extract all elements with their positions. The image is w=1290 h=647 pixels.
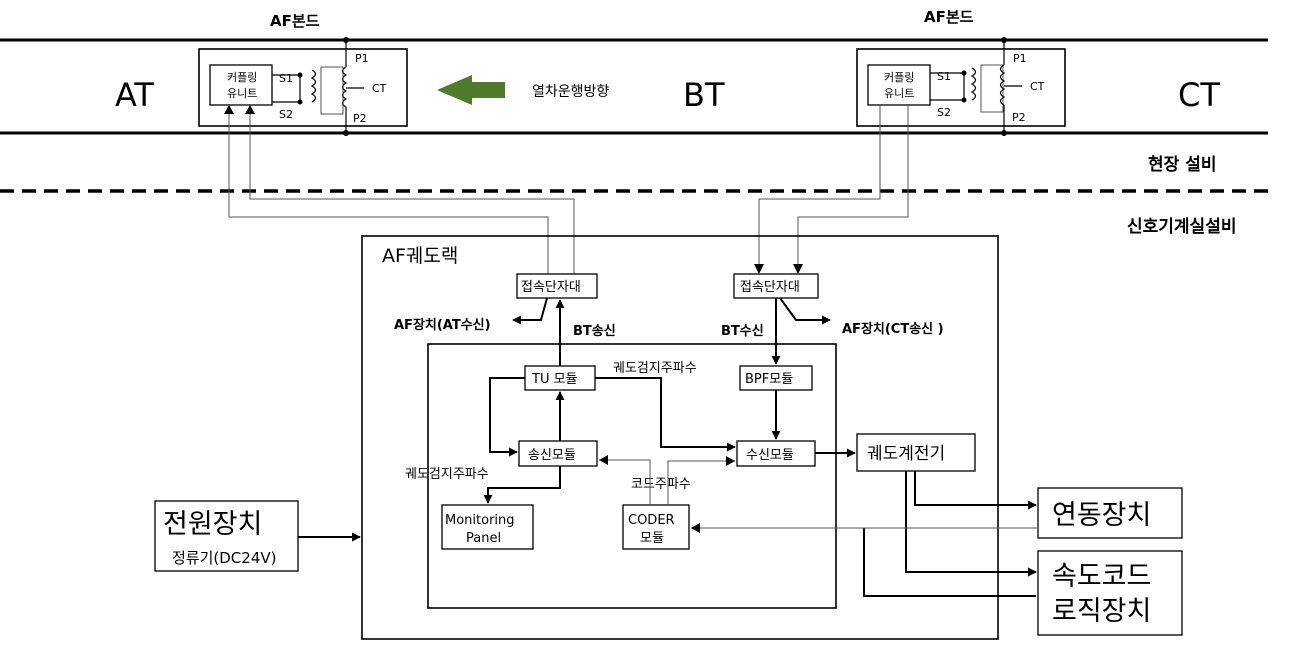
code-freq-label: 코드주파수 (631, 477, 691, 492)
section-bt-label: BT (683, 76, 725, 114)
coupling-unit-right-line1: 커플링 (884, 71, 914, 84)
arrow-ct-down-1-icon (754, 264, 764, 274)
arrow-at-up-2-icon (245, 105, 255, 114)
ct-right-label: CT (1030, 80, 1045, 93)
terminal-block-right-label: 접속단자대 (740, 280, 800, 295)
line-speedcode-to-coder (863, 528, 1036, 597)
ct-left-label: CT (372, 82, 387, 95)
arrow-code-to-tx (599, 459, 651, 505)
coder-module: CODER 모듈 (622, 504, 690, 550)
coupling-unit-right-line2: 유니트 (884, 87, 914, 100)
p1-left-label: P1 (355, 52, 369, 65)
line-af-ct (779, 297, 831, 325)
track-relay-label: 궤도계전기 (867, 444, 945, 464)
arrow-code-to-tx-head-icon (599, 455, 608, 465)
af-device-at-label: AF장치(AT수신) (394, 317, 491, 333)
power-unit-label: 전원장치 (163, 509, 262, 540)
inner-module-frame (427, 343, 837, 609)
arrow-at-up-1-icon (224, 105, 234, 114)
section-ct-label: CT (1178, 76, 1220, 114)
af-device-ct-label: AF장치(CT송신 ) (842, 321, 944, 337)
terminal-block-left-label: 접속단자대 (521, 280, 581, 295)
p2-left-label: P2 (353, 112, 367, 125)
arrow-relay-to-speedcode (905, 471, 1037, 577)
tu-module-label: TU 모듈 (531, 372, 578, 387)
monitoring-panel-line2: Panel (466, 531, 501, 546)
arrow-ct-down-2-icon (793, 264, 803, 274)
cable-ct-2 (797, 105, 909, 266)
tu-module: TU 모듈 (524, 365, 596, 391)
bt-tx-label: BT송신 (573, 324, 616, 339)
speed-code-line2: 로직장치 (1052, 596, 1151, 627)
bpf-module: BPF모듈 (739, 365, 813, 391)
terminal-block-left: 접속단자대 (516, 273, 598, 299)
speed-code-line1: 속도코드 (1052, 561, 1151, 592)
arrow-code-to-rx-head-icon (726, 456, 735, 466)
af-bond-unit-right: 커플링 유니트 S1 S2 P1 CT P2 (856, 37, 1066, 136)
arrow-relay-to-interlocking (914, 471, 1037, 510)
af-bond-right-label: AF본드 (924, 8, 974, 26)
p1-right-label: P1 (1013, 52, 1027, 65)
arrow-into-coder-icon (691, 523, 700, 533)
coupling-unit-left-line1: 커플링 (227, 71, 257, 84)
speed-code-logic-device: 속도코드 로직장치 (1037, 550, 1183, 636)
tx-module: 송신모듈 (518, 440, 598, 467)
cable-at-left-1 (228, 112, 549, 274)
coder-module-line1: CODER (628, 513, 675, 528)
rx-module-label: 수신모듈 (746, 448, 794, 463)
field-equipment-label: 현장 설비 (1148, 155, 1216, 175)
track-detect-freq-label-bottom: 궤도검지주파수 (405, 467, 489, 482)
s2-right-label: S2 (937, 106, 951, 119)
coupling-unit-left-line2: 유니트 (227, 87, 257, 100)
bt-rx-label: BT수신 (721, 324, 764, 339)
p2-right-label: P2 (1012, 111, 1026, 124)
interlocking-device: 연동장치 (1037, 487, 1183, 539)
interlocking-label: 연동장치 (1052, 500, 1151, 531)
power-unit: 전원장치 정류기(DC24V) (154, 500, 299, 572)
monitoring-panel: Monitoring Panel (441, 504, 534, 550)
s1-right-label: S1 (937, 70, 951, 83)
terminal-block-right: 접속단자대 (733, 273, 819, 299)
rectifier-label: 정류기(DC24V) (172, 549, 276, 567)
arrow-tu-loop-to-tx (489, 377, 525, 457)
af-bond-unit-left: 커플링 유니트 S1 S2 P1 CT P2 (198, 37, 408, 136)
rx-module: 수신모듈 (736, 440, 816, 467)
s2-left-label: S2 (279, 108, 293, 121)
train-direction-label: 열차운행방향 (532, 84, 609, 100)
tx-module-label: 송신모듈 (528, 448, 576, 463)
track-relay: 궤도계전기 (856, 433, 976, 472)
line-af-at (512, 297, 548, 325)
arrow-tx-to-monitoring (483, 466, 561, 504)
section-at-label: AT (115, 76, 154, 114)
arrow-tu-to-rx (595, 377, 736, 452)
cable-ct-1 (758, 105, 881, 266)
train-direction-arrow-icon (437, 75, 505, 105)
monitoring-panel-line1: Monitoring (445, 513, 515, 528)
signal-room-equipment-label: 신호기계실설비 (1127, 217, 1236, 237)
af-bond-left-label: AF본드 (270, 12, 320, 30)
coder-module-line2: 모듈 (640, 531, 664, 546)
af-rack-frame (361, 235, 999, 640)
af-rack-label: AF궤도랙 (382, 245, 458, 267)
arrow-code-to-rx (667, 460, 735, 505)
track-detect-freq-label-top: 궤도검지주파수 (613, 361, 697, 376)
s1-left-label: S1 (279, 72, 293, 85)
bpf-module-label: BPF모듈 (745, 372, 793, 387)
